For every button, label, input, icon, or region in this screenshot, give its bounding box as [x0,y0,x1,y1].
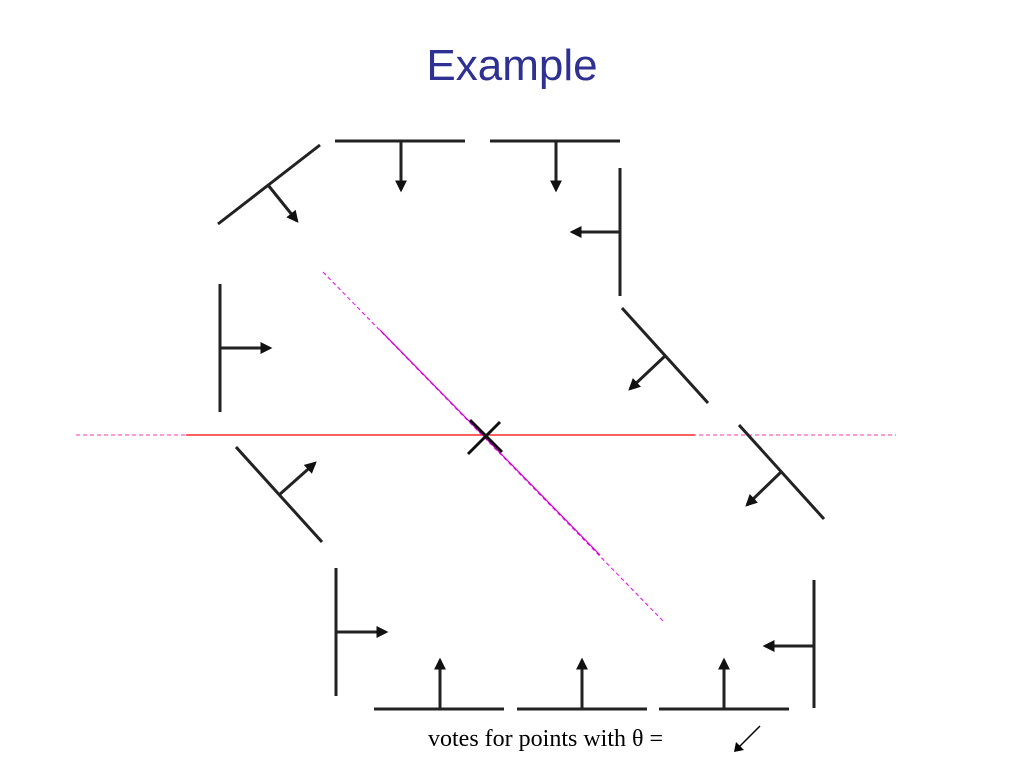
edge-bottom-right-vertical [762,580,816,708]
intersection-cross-icon [466,418,504,456]
edge-bottom-horizontal-1 [374,657,504,711]
edge-bottom-left-vertical [334,568,389,696]
edge-bottom-horizontal-3 [659,657,789,711]
vote-line-diagonal-dashed [322,271,665,623]
edge-top-horizontal-2 [490,139,620,193]
vote-line-diagonal-solid [379,329,601,556]
edge-top-left-diagonal [217,143,321,226]
caption: votes for points with θ = [428,726,664,752]
edge-top-right-vertical [569,168,622,296]
edge-right-diagonal-upper [620,306,710,405]
edge-left-diagonal-lower [234,445,324,544]
edge-top-horizontal-1 [335,139,465,193]
edge-bottom-horizontal-2 [517,657,647,711]
edge-right-diagonal-lower [737,423,826,521]
vote-lines [76,271,896,623]
arrow-down-left-icon [734,725,761,752]
slide-title: Example [426,41,598,90]
edge-left-vertical [218,284,273,412]
